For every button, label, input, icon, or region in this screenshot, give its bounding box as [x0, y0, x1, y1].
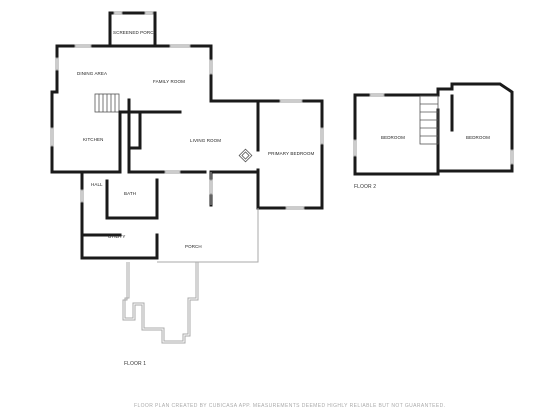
main-outer-wall — [50, 44, 112, 174]
room-label-bedroom-left: BEDROOM — [381, 135, 405, 140]
room-label-living-room: LIVING ROOM — [190, 138, 222, 143]
deck-inner — [124, 262, 197, 342]
stair-core-wall — [127, 98, 142, 150]
room-label-hall: HALL — [91, 182, 103, 187]
kitchen-interior-wall — [80, 110, 122, 174]
room-label-bath: BATH — [124, 191, 137, 196]
room-label-porch: PORCH — [185, 244, 202, 249]
fireplace — [238, 148, 253, 163]
living-room-south-wall-2 — [209, 168, 260, 174]
room-label-kitchen: KITCHEN — [83, 137, 104, 142]
hall-west-wall — [80, 170, 159, 260]
screened-porch-walls — [108, 11, 157, 48]
north-east-wall — [153, 44, 324, 210]
primary-bedroom-south — [256, 168, 324, 210]
room-label-family-room: FAMILY ROOM — [153, 79, 185, 84]
room-label-utility: UTILITY — [108, 234, 126, 239]
bath-walls — [105, 178, 159, 220]
porch-boundary — [157, 208, 259, 263]
deck-outline — [122, 262, 199, 344]
footer-note: FLOOR PLAN CREATED BY CUBICASA APP. MEAS… — [134, 403, 446, 409]
room-label-screened-porch: SCREENED PORCH — [113, 30, 157, 35]
room-label-primary-bedroom: PRIMARY BEDROOM — [268, 151, 315, 156]
floor-1-plan — [50, 11, 324, 344]
floor2-outer-wall — [353, 82, 514, 176]
floor-label-1: FLOOR 1 — [124, 361, 147, 367]
room-label-bedroom-right: BEDROOM — [466, 135, 490, 140]
floor-2-plan — [353, 82, 514, 176]
room-label-dining-area: DINING AREA — [77, 71, 108, 76]
floor-label-2: FLOOR 2 — [354, 184, 377, 190]
